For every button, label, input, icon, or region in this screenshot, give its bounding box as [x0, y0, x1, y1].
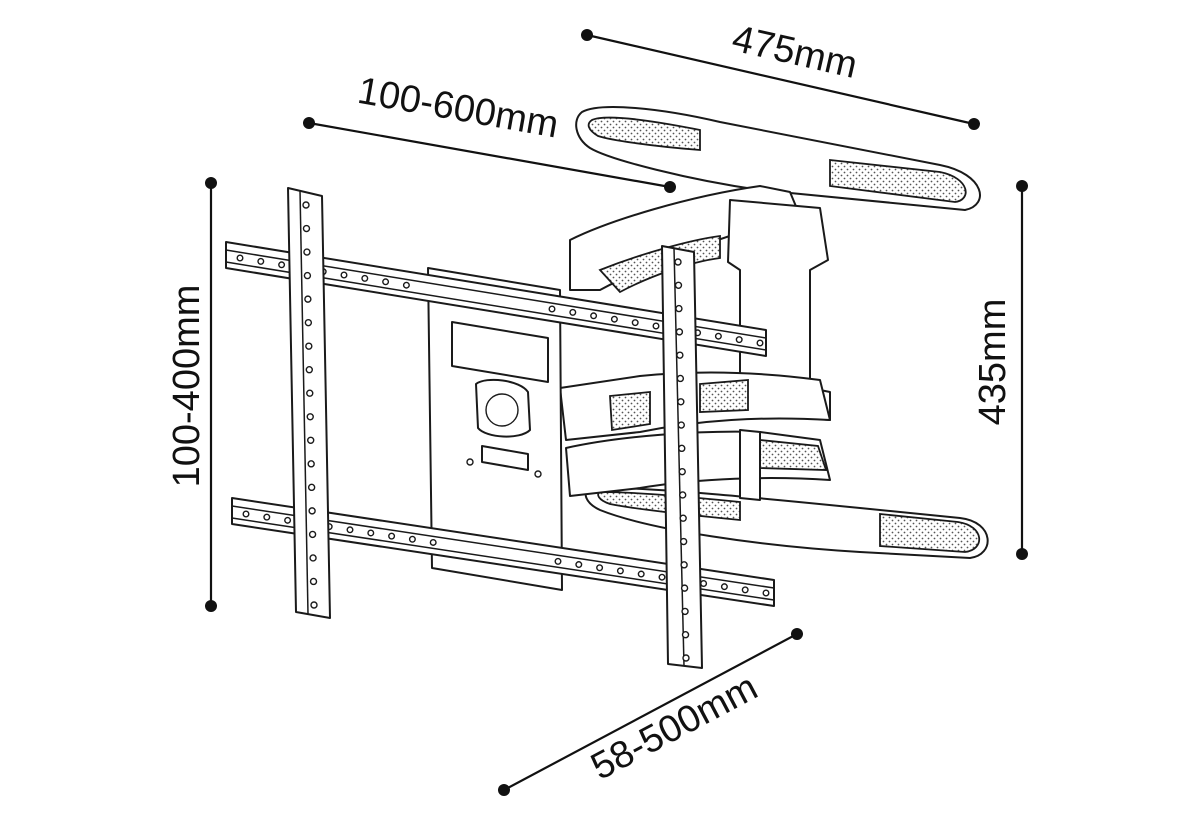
bracket-hole: [304, 318, 313, 327]
rail-hole: [429, 538, 437, 546]
bracket-hole: [305, 366, 313, 374]
center-carriage: [427, 267, 563, 591]
bracket-hole: [680, 584, 689, 592]
bracket-hole: [681, 631, 690, 639]
dimension-label-top-width: 475mm: [728, 18, 861, 87]
bracket-hole: [680, 561, 688, 569]
bracket-hole: [309, 577, 318, 586]
rail-hole: [340, 271, 348, 279]
rail-hole: [637, 570, 645, 578]
rail-hole: [346, 526, 354, 534]
rail-hole: [735, 336, 743, 344]
rail-hole: [263, 513, 271, 521]
rail-hole: [257, 257, 265, 265]
bracket-hole: [677, 398, 685, 406]
bracket-hole: [303, 248, 311, 256]
rail-hole: [242, 510, 250, 518]
bracket-hole: [674, 258, 682, 266]
bracket-hole: [307, 460, 315, 468]
bracket-hole: [678, 444, 686, 453]
rail-hole: [658, 573, 666, 581]
rail-hole: [610, 315, 618, 323]
rail-hole: [756, 339, 764, 347]
bracket-hole: [304, 295, 312, 303]
bracket-hole: [682, 654, 690, 662]
rail-hole: [631, 319, 639, 327]
rail-hole: [700, 580, 708, 588]
bracket-hole: [302, 224, 311, 233]
bracket-hole: [675, 328, 684, 336]
bracket-hole: [303, 271, 312, 280]
bracket-holes: [302, 201, 690, 662]
bracket-hole: [308, 530, 317, 539]
bracket-hole: [675, 304, 683, 313]
rail-hole: [569, 308, 577, 316]
bracket-hole: [676, 351, 684, 359]
rail-hole: [408, 535, 416, 543]
rail-hole: [284, 516, 292, 524]
rail-hole: [382, 278, 390, 286]
rail-hole: [548, 305, 556, 313]
dimension-label-vesa-horizontal: 100-600mm: [355, 70, 562, 147]
bracket-hole: [308, 507, 316, 515]
bracket-hole: [674, 281, 683, 289]
bracket-hole: [679, 537, 688, 546]
rail-hole: [616, 567, 624, 575]
bracket-hole: [677, 421, 685, 429]
rail-hole: [720, 583, 728, 591]
bracket-hole: [309, 554, 317, 562]
bracket-hole: [310, 601, 318, 609]
dimension-extension: 58-500mm: [498, 628, 803, 796]
bracket-hole: [305, 342, 313, 350]
rail-hole: [575, 561, 583, 569]
rail-hole: [367, 529, 375, 537]
bracket-hole: [302, 201, 310, 209]
bracket-hole: [679, 514, 687, 522]
rail-hole: [236, 254, 244, 262]
wall-plate: [575, 106, 981, 211]
rail-hole: [596, 564, 604, 572]
bracket-hole: [678, 467, 686, 476]
left-vertical-bracket: [287, 187, 331, 619]
wall-plate-lower: [584, 486, 989, 559]
rail-hole: [388, 532, 396, 540]
rail-hole: [714, 332, 722, 340]
rail-hole: [278, 261, 286, 269]
rail-hole: [554, 557, 562, 565]
rail-hole: [762, 589, 770, 597]
bracket-hole: [676, 374, 685, 383]
dimension-height: 435mm: [972, 180, 1028, 560]
rail-hole: [590, 312, 598, 320]
bracket-hole: [681, 607, 689, 616]
rail-hole: [402, 281, 410, 289]
bracket-hole: [306, 389, 314, 397]
bracket-hole: [307, 483, 316, 492]
dimension-label-vesa-vertical: 100-400mm: [166, 285, 208, 488]
dimension-label-extension: 58-500mm: [584, 666, 764, 788]
bracket-hole: [679, 491, 687, 499]
rail-hole: [741, 586, 749, 594]
dimension-vesa-vertical: 100-400mm: [166, 177, 217, 612]
bracket-hole: [306, 413, 314, 421]
rail-hole: [652, 322, 660, 330]
rail-hole: [361, 274, 369, 282]
dimension-label-height: 435mm: [972, 299, 1014, 426]
bracket-hole: [307, 436, 315, 444]
right-vertical-bracket: [661, 245, 703, 669]
